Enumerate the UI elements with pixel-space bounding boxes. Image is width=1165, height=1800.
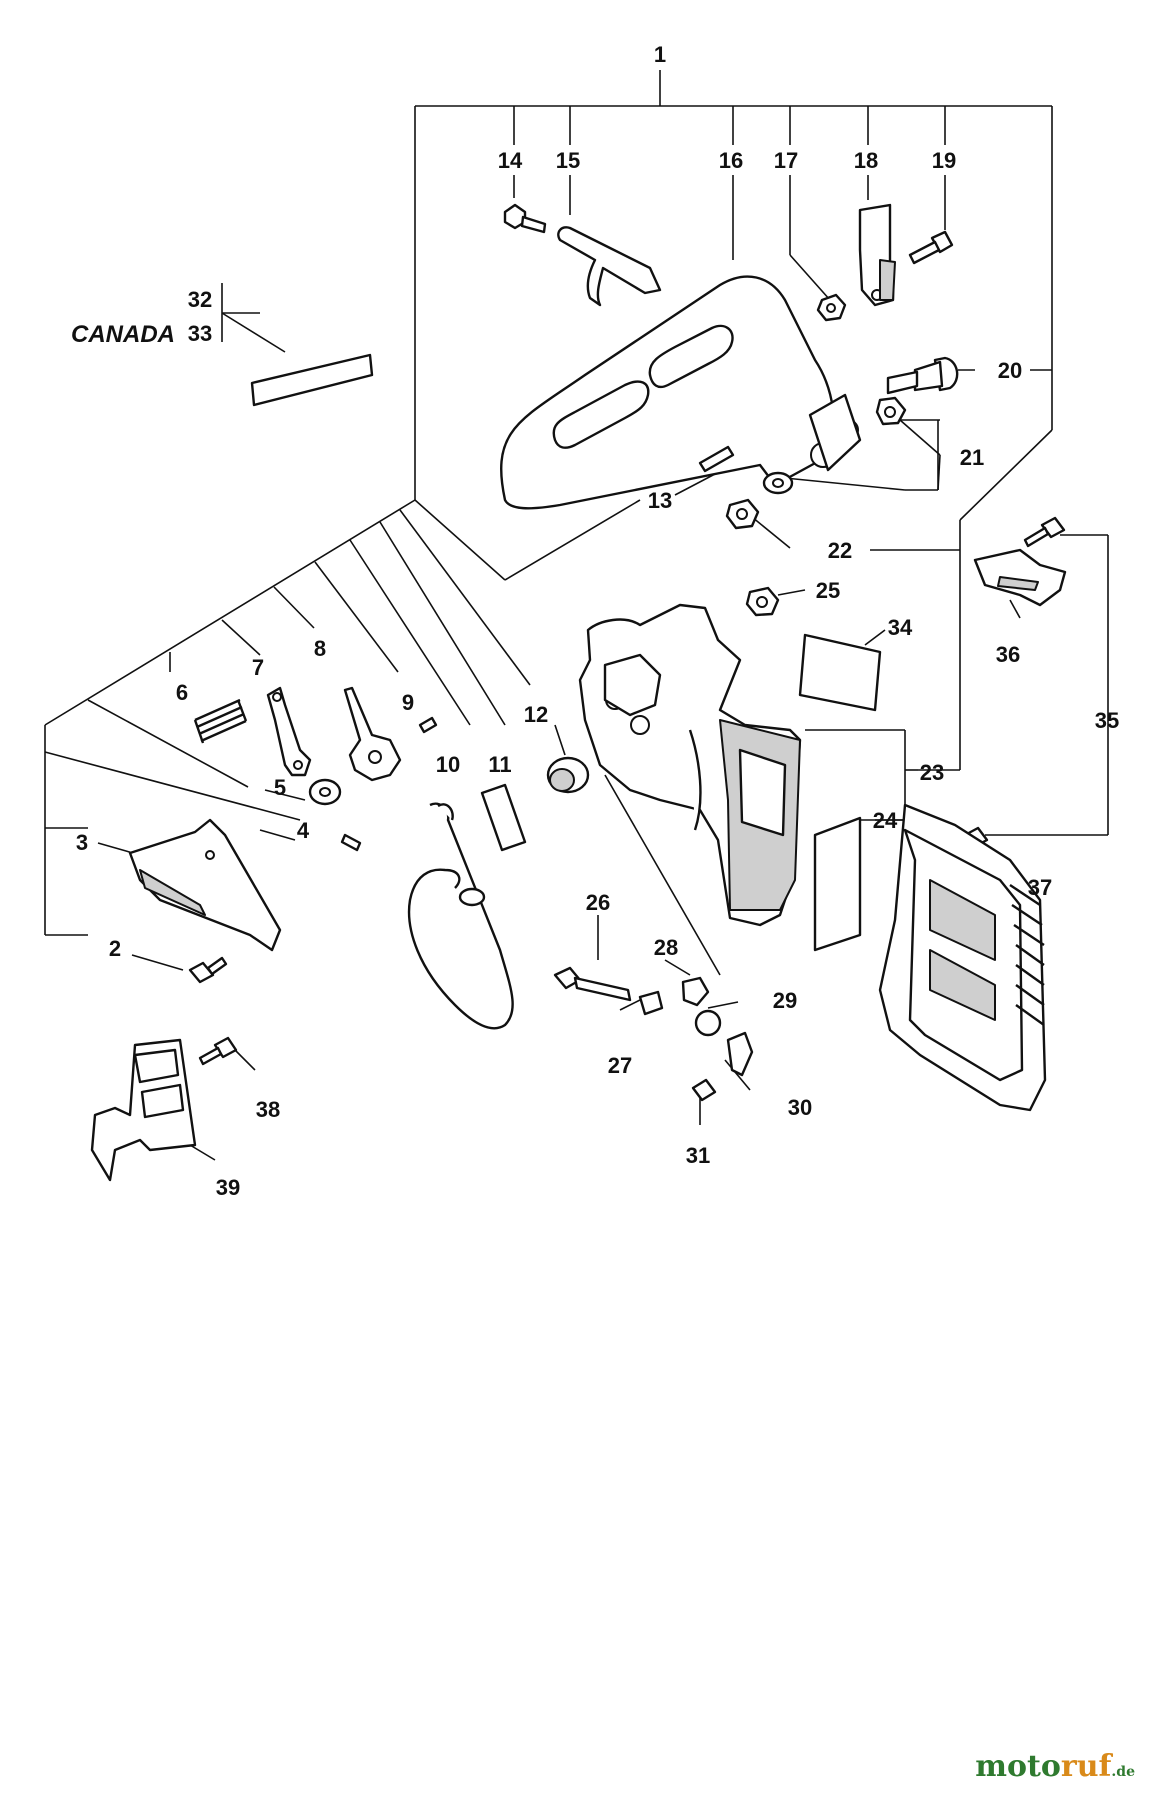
callout-12: 12	[524, 702, 548, 727]
part-21-washer-nut	[762, 396, 907, 495]
leader-lines	[44, 70, 1109, 1161]
callout-14: 14	[498, 148, 523, 173]
part-17-nut	[816, 293, 847, 322]
part-2-screw	[188, 956, 228, 984]
callout-20: 20	[998, 358, 1022, 383]
callout-labels: 1 2 3 4 5 6 7 8 9 10 11 12 13 14 15 16 1…	[71, 42, 1119, 1200]
part-18-plate	[858, 203, 896, 307]
callout-39: 39	[216, 1175, 240, 1200]
part-10-brake-band	[407, 802, 514, 1030]
part-11-felt-pad	[480, 783, 527, 852]
part-14-bolt	[503, 203, 547, 234]
part-9-pin	[418, 716, 438, 734]
callout-2: 2	[109, 936, 121, 961]
callout-18: 18	[854, 148, 878, 173]
callout-16: 16	[719, 148, 743, 173]
callout-23: 23	[920, 760, 944, 785]
part-28-worm-gear	[681, 976, 710, 1007]
callout-6: 6	[176, 680, 188, 705]
callout-3: 3	[76, 830, 88, 855]
part-22-nut	[725, 498, 760, 530]
part-36-latch	[973, 548, 1067, 607]
callout-11: 11	[488, 752, 511, 777]
callout-32: 32	[188, 287, 212, 312]
callout-35: 35	[1095, 708, 1119, 733]
callout-10: 10	[436, 752, 460, 777]
part-31-screw	[691, 1078, 717, 1102]
part-16-sprocket-cover-arm	[500, 275, 862, 510]
part-8-brake-lever	[343, 686, 402, 782]
part-27-adjuster	[638, 990, 664, 1016]
callout-4: 4	[297, 818, 310, 843]
callout-1: 1	[654, 42, 666, 67]
watermark-part-c: .de	[1111, 1764, 1135, 1780]
callout-15: 15	[556, 148, 580, 173]
watermark-part-b: ruf	[1060, 1749, 1112, 1784]
part-32-33-label	[250, 353, 374, 407]
watermark-logo: motoruf.de	[975, 1749, 1135, 1784]
callout-9: 9	[402, 690, 414, 715]
part-7-link	[266, 686, 312, 777]
callout-30: 30	[788, 1095, 812, 1120]
callout-19: 19	[932, 148, 956, 173]
part-19-screw	[908, 230, 954, 265]
callout-25: 25	[816, 578, 840, 603]
part-26-screw	[553, 966, 632, 1002]
part-6-spring	[193, 698, 248, 744]
callout-8: 8	[314, 636, 326, 661]
callout-36: 36	[996, 642, 1020, 667]
part-37-housing-cover	[878, 803, 1047, 1112]
callout-33: 33	[188, 321, 212, 346]
callout-31: 31	[686, 1143, 710, 1168]
callout-28: 28	[654, 935, 678, 960]
part-15-spring-clip	[557, 226, 662, 307]
part-30-tensioner	[726, 1031, 754, 1077]
callout-21: 21	[960, 445, 984, 470]
callout-7: 7	[252, 655, 264, 680]
part-20-bolt	[886, 356, 959, 395]
callout-26: 26	[586, 890, 610, 915]
callout-13: 13	[648, 488, 672, 513]
part-23-clutch-cover	[578, 603, 802, 927]
part-3-guard	[128, 818, 282, 952]
part-39-plate	[90, 1038, 197, 1182]
callout-22: 22	[828, 538, 852, 563]
part-12-sprocket	[546, 756, 590, 794]
part-34-label	[798, 633, 882, 712]
part-24-label	[813, 816, 862, 952]
watermark-part-a: moto	[975, 1749, 1061, 1784]
callout-34: 34	[888, 615, 913, 640]
part-38-screw	[198, 1036, 238, 1066]
callout-24: 24	[873, 808, 898, 833]
part-29-gear	[694, 1009, 722, 1037]
callout-38: 38	[256, 1097, 280, 1122]
region-note-canada: CANADA	[71, 321, 175, 348]
part-4-pin	[340, 833, 362, 852]
callout-29: 29	[773, 988, 797, 1013]
part-5-collar	[308, 778, 342, 806]
callout-27: 27	[608, 1053, 632, 1078]
callout-37: 37	[1028, 875, 1052, 900]
callout-17: 17	[774, 148, 798, 173]
part-13-pin	[698, 445, 735, 473]
part-25-nut	[745, 586, 780, 617]
callout-5: 5	[274, 775, 286, 800]
